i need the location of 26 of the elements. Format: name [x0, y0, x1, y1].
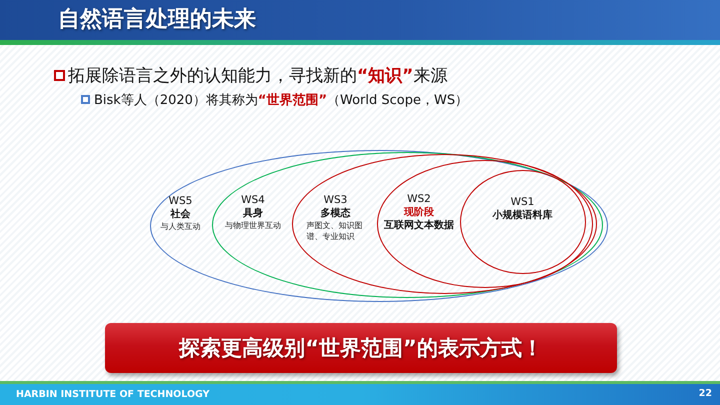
scope-name: 互联网文本数据: [384, 219, 454, 232]
scope-ellipse: [212, 152, 602, 298]
footer-text: HARBIN INSTITUTE OF TECHNOLOGY: [16, 388, 210, 402]
scope-label: WS3: [324, 194, 348, 206]
scope-description: 与人类互动: [160, 220, 200, 232]
scope-name: 具身: [243, 207, 263, 220]
scope-ellipse: [292, 154, 597, 294]
banner-text: 探索更高级别“世界范围”的表示方式！: [179, 335, 543, 362]
scope-label: WS4: [241, 194, 265, 207]
scope-description: 与物理世界互动: [225, 220, 281, 231]
bullet-text: Bisk等人（2020）将其称为“世界范围”（World Scope，WS）: [94, 92, 468, 110]
scope-label: WS2: [407, 193, 431, 206]
scope-name: 社会: [170, 208, 190, 220]
scope-label: WS1: [510, 196, 534, 208]
slide-title: 自然语言处理的未来: [58, 6, 256, 34]
bullet-text: 拓展除语言之外的认知能力，寻找新的“知识”来源: [68, 65, 448, 88]
scope-ellipse: [150, 150, 608, 302]
scope-ellipse: [376, 160, 592, 288]
scope-ellipse: [460, 170, 586, 274]
callout-banner: [105, 323, 617, 373]
scope-name: 小规模语料库: [492, 208, 552, 222]
scope-label: WS5: [168, 194, 192, 208]
scope-name: 现阶段: [404, 206, 434, 219]
page-number: 22: [698, 387, 712, 401]
scope-name: 多模态: [320, 206, 350, 220]
scope-description: 声图文、知识图谱、专业知识: [306, 220, 364, 242]
